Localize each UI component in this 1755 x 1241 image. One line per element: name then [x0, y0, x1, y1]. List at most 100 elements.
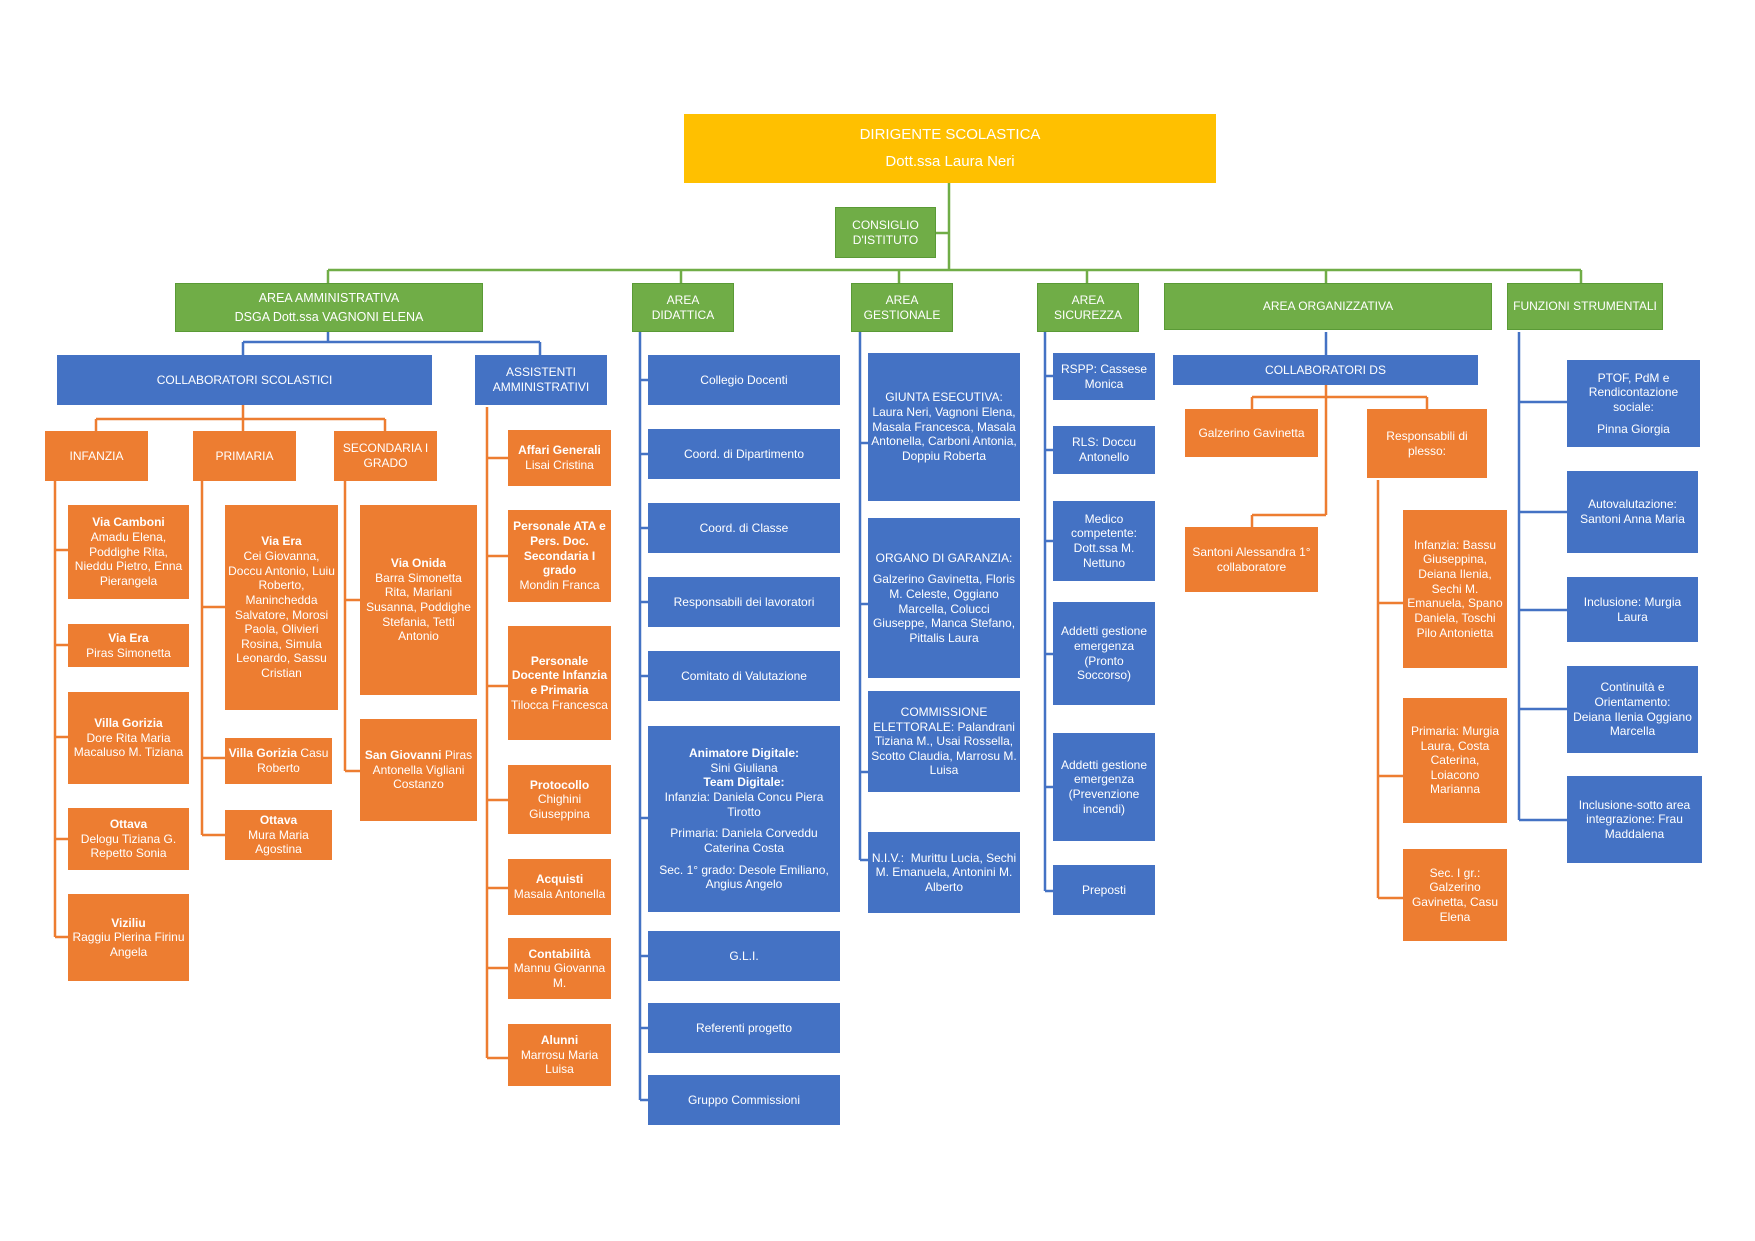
infanzia-place: Villa Gorizia — [94, 716, 163, 731]
collaboratori-scolastici: COLLABORATORI SCOLASTICI — [57, 355, 432, 405]
infanzia-place: Via Camboni — [92, 515, 165, 530]
funzione-item: Inclusione-sotto area integrazione: Frau… — [1567, 776, 1702, 863]
infanzia-item: Villa Gorizia Dore Rita Maria Macaluso M… — [68, 692, 189, 784]
secondaria-header: SECONDARIA I GRADO — [334, 431, 437, 481]
didattica-item: Comitato di Valutazione — [648, 651, 840, 701]
didattica-label: Responsabili dei lavoratori — [673, 594, 815, 609]
gestionale-title: ORGANO DI GARANZIA: — [875, 550, 1013, 565]
funzione-name: Deiana Ilenia Oggiano Marcella — [1573, 709, 1692, 739]
area-didattica-title: AREA DIDATTICA — [651, 292, 715, 322]
didattica-item: G.L.I. — [648, 931, 840, 981]
team-primaria: Primaria: Daniela Corveddu Caterina Cost… — [670, 826, 818, 855]
funzione-title: PTOF, PdM e Rendicontazione sociale: — [1588, 370, 1679, 414]
secondaria-names: Barra Simonetta Rita, Mariani Susanna, P… — [366, 570, 471, 644]
funzione-name: Pinna Giorgia — [1597, 421, 1670, 436]
assistente-item: Contabilità Mannu Giovanna M. — [508, 938, 611, 999]
primaria-header: PRIMARIA — [193, 431, 296, 481]
gestionale-item: GIUNTA ESECUTIVA: Laura Neri, Vagnoni El… — [868, 353, 1020, 501]
assistente-item: Personale ATA e Pers. Doc. Secondaria I … — [508, 510, 611, 602]
infanzia-place: Via Era — [108, 630, 149, 645]
assistente-names: Mannu Giovanna M. — [513, 961, 606, 990]
orange-connectors — [53, 385, 1429, 1060]
plesso-label: Primaria: Murgia Laura, Costa Caterina, … — [1410, 723, 1500, 797]
assistente-names: Chighini Giuseppina — [529, 792, 590, 821]
gestionale-text: Murittu Lucia, Sechi M. Emanuela, Antoni… — [875, 850, 1017, 894]
assistente-item: Protocollo Chighini Giuseppina — [508, 765, 611, 834]
assistente-names: Tilocca Francesca — [511, 697, 608, 712]
primaria-place: Villa Gorizia — [228, 746, 298, 761]
plesso-label: Infanzia: Bassu Giuseppina, Deiana Ileni… — [1407, 537, 1503, 640]
didattica-label: Referenti progetto — [695, 1020, 793, 1035]
gestionale-title: COMMISSIONE ELETTORALE: — [873, 704, 988, 734]
primaria-item: Villa Gorizia Casu Roberto — [225, 738, 332, 784]
secondaria-label: SECONDARIA I GRADO — [342, 441, 429, 470]
didattica-label: G.L.I. — [729, 948, 759, 963]
didattica-item: Gruppo Commissioni — [648, 1075, 840, 1125]
didattica-item: Coord. di Dipartimento — [648, 429, 840, 479]
sicurezza-item: Addetti gestione emergenza (Prevenzione … — [1053, 733, 1155, 841]
root-name: Dott.ssa Laura Neri — [885, 152, 1015, 170]
assistente-role: Personale ATA e Pers. Doc. Secondaria I … — [513, 519, 606, 578]
sicurezza-item: Medico competente: Dott.ssa M. Nettuno — [1053, 501, 1155, 581]
assistente-role: Protocollo — [529, 777, 590, 792]
area-didattica: AREA DIDATTICA — [632, 283, 734, 332]
area-sicurezza-title: AREA SICUREZZA — [1053, 292, 1122, 322]
funzione-item: PTOF, PdM e Rendicontazione sociale: Pin… — [1567, 360, 1700, 447]
area-organizzativa: AREA ORGANIZZATIVA — [1164, 283, 1492, 330]
area-gestionale: AREA GESTIONALE — [851, 283, 953, 332]
assistente-item: Acquisti Masala Antonella — [508, 859, 611, 915]
primaria-names: Cei Giovanna, Doccu Antonio, Luiu Robert… — [228, 549, 335, 680]
sicurezza-label: Addetti gestione emergenza (Prevenzione … — [1060, 757, 1148, 816]
infanzia-header: INFANZIA — [45, 431, 148, 481]
funzione-name: Santoni Anna Maria — [1580, 512, 1685, 526]
didattica-label: Collegio Docenti — [700, 372, 788, 387]
didattica-label: Comitato di Valutazione — [681, 668, 807, 683]
infanzia-names: Dore Rita Maria Macaluso M. Tiziana — [73, 730, 184, 760]
infanzia-place: Ottava — [109, 817, 148, 832]
plesso-item: Infanzia: Bassu Giuseppina, Deiana Ileni… — [1403, 510, 1507, 668]
council-label: CONSIGLIO D'ISTITUTO — [852, 217, 919, 247]
assistenti-amministrativi: ASSISTENTI AMMINISTRATIVI — [475, 355, 607, 405]
infanzia-names: Piras Simonetta — [86, 645, 171, 660]
galzerino-label: Galzerino Gavinetta — [1198, 425, 1305, 440]
secondaria-item: San Giovanni Piras Antonella Vigliani Co… — [360, 719, 477, 821]
sicurezza-label: Medico competente: Dott.ssa M. Nettuno — [1070, 511, 1138, 570]
didattica-item: Coord. di Classe — [648, 503, 840, 553]
gestionale-title: GIUNTA ESECUTIVA: — [885, 390, 1003, 405]
sicurezza-item: Preposti — [1053, 865, 1155, 915]
infanzia-item: Viziliu Raggiu Pierina Firinu Angela — [68, 894, 189, 981]
assistenti-label: ASSISTENTI AMMINISTRATIVI — [492, 365, 590, 394]
secondaria-place: San Giovanni — [364, 748, 442, 763]
plesso-label: Sec. I gr.: Galzerino Gavinetta, Casu El… — [1411, 865, 1499, 924]
gestionale-item: N.I.V.: Murittu Lucia, Sechi M. Emanuela… — [868, 832, 1020, 913]
animatore-name: Sini Giuliana — [710, 760, 778, 775]
assistente-item: Personale Docente Infanzia e Primaria Ti… — [508, 626, 611, 740]
area-gestionale-title: AREA GESTIONALE — [863, 292, 941, 322]
funzione-item: Inclusione: Murgia Laura — [1567, 577, 1698, 642]
santoni-label: Santoni Alessandra 1° collaboratore — [1192, 544, 1311, 574]
primaria-place: Via Era — [261, 534, 302, 549]
sicurezza-label: Addetti gestione emergenza (Pronto Socco… — [1060, 624, 1148, 683]
funzione-title: Inclusione-sotto area integrazione: — [1578, 797, 1691, 827]
gestionale-text: Laura Neri, Vagnoni Elena, Masala France… — [871, 405, 1017, 463]
funzione-item: Continuità e Orientamento: Deiana Ilenia… — [1567, 666, 1698, 753]
infanzia-item: Ottava Delogu Tiziana G. Repetto Sonia — [68, 808, 189, 870]
gestionale-item: ORGANO DI GARANZIA: Galzerino Gavinetta,… — [868, 518, 1020, 678]
infanzia-label: INFANZIA — [69, 448, 124, 463]
primaria-place: Ottava — [259, 813, 298, 828]
didattica-label: Coord. di Classe — [699, 520, 789, 535]
gestionale-item: COMMISSIONE ELETTORALE: Palandrani Tizia… — [868, 691, 1020, 792]
sicurezza-item: RSPP: Cassese Monica — [1053, 353, 1155, 400]
funzione-name: Murgia Laura — [1617, 594, 1682, 624]
assistente-role: Acquisti — [535, 872, 584, 887]
area-sicurezza: AREA SICUREZZA — [1037, 283, 1139, 332]
funzione-title: Continuità e Orientamento: — [1594, 680, 1671, 709]
assistente-names: Mondin Franca — [519, 577, 600, 592]
team-infanzia: Infanzia: Daniela Concu Piera Tirotto — [664, 790, 824, 819]
root-box: DIRIGENTE SCOLASTICA Dott.ssa Laura Neri — [684, 114, 1216, 183]
sicurezza-label: Preposti — [1081, 882, 1127, 897]
didattica-label: Coord. di Dipartimento — [683, 446, 805, 461]
galzerino-box: Galzerino Gavinetta — [1185, 409, 1318, 457]
assistente-role: Contabilità — [528, 946, 591, 961]
